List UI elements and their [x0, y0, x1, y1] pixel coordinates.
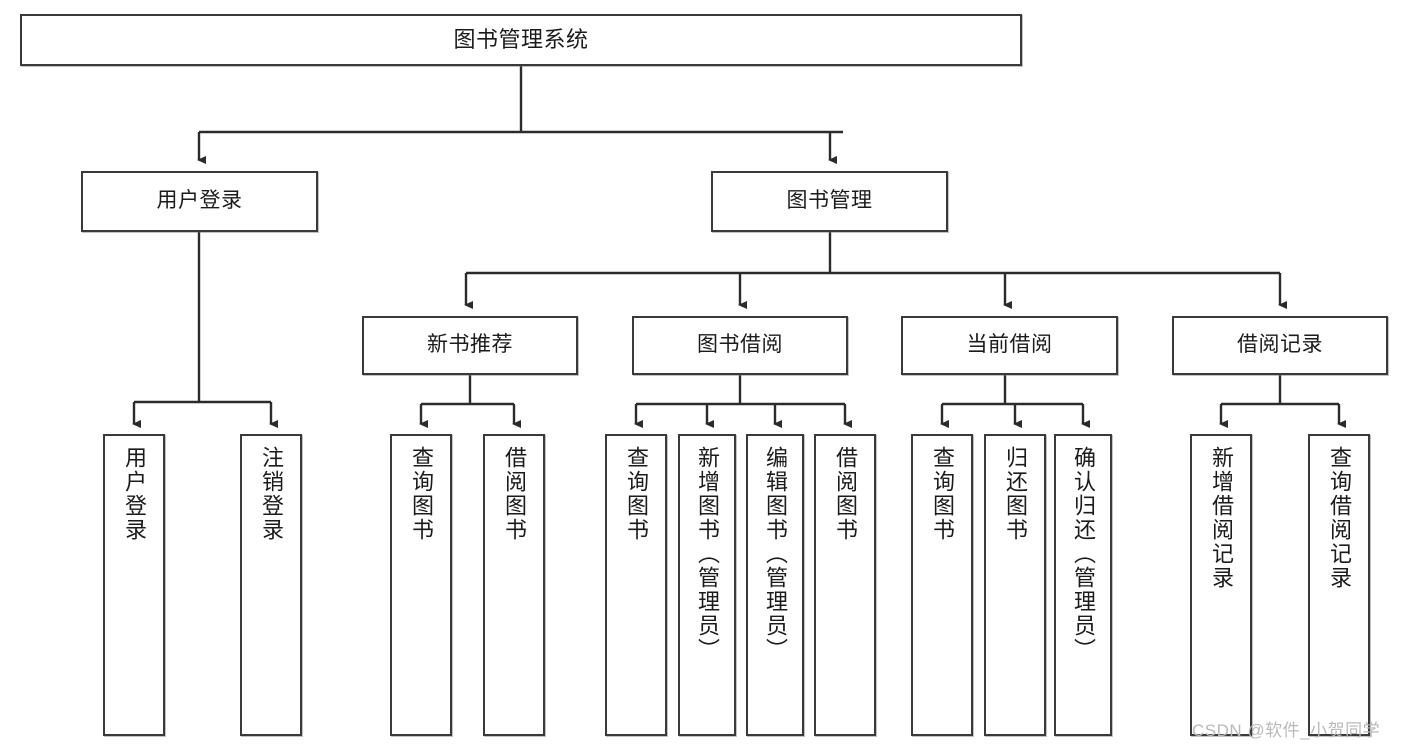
- node-leaf-edit-book-label: 编辑图书（管理员）: [763, 446, 788, 662]
- node-leaf-user-login[interactable]: 用户登录: [103, 434, 165, 736]
- node-leaf-logout[interactable]: 注销登录: [240, 434, 302, 736]
- node-new-book-rec-label: 新书推荐: [427, 333, 513, 357]
- node-borrow-record[interactable]: 借阅记录: [1172, 316, 1388, 375]
- node-leaf-borrow-book-1[interactable]: 借阅图书: [483, 434, 545, 736]
- node-book-borrow[interactable]: 图书借阅: [632, 316, 848, 375]
- node-borrow-record-label: 借阅记录: [1237, 333, 1323, 357]
- node-leaf-return-book[interactable]: 归还图书: [984, 434, 1046, 736]
- node-leaf-query-book-2[interactable]: 查询图书: [605, 434, 667, 736]
- csdn-watermark: CSDN @软件_小贺同学: [1192, 721, 1381, 740]
- node-leaf-borrow-book-2[interactable]: 借阅图书: [814, 434, 876, 736]
- node-leaf-query-record[interactable]: 查询借阅记录: [1308, 434, 1370, 736]
- node-leaf-edit-book[interactable]: 编辑图书（管理员）: [746, 434, 804, 736]
- node-current-borrow-label: 当前借阅: [966, 333, 1053, 357]
- node-leaf-query-book-3[interactable]: 查询图书: [911, 434, 973, 736]
- node-leaf-query-book-3-label: 查询图书: [930, 446, 955, 542]
- node-user-login[interactable]: 用户登录: [81, 171, 318, 232]
- node-leaf-query-book-1-label: 查询图书: [409, 446, 434, 542]
- node-leaf-confirm-return-label: 确认归还（管理员）: [1071, 446, 1096, 662]
- node-leaf-add-record[interactable]: 新增借阅记录: [1190, 434, 1252, 736]
- node-current-borrow[interactable]: 当前借阅: [901, 316, 1118, 375]
- node-leaf-add-book-label: 新增图书（管理员）: [695, 446, 720, 662]
- node-leaf-add-book[interactable]: 新增图书（管理员）: [678, 434, 736, 736]
- node-leaf-query-record-label: 查询借阅记录: [1327, 446, 1352, 590]
- node-leaf-return-book-label: 归还图书: [1003, 446, 1028, 542]
- node-leaf-query-book-1[interactable]: 查询图书: [390, 434, 452, 736]
- node-leaf-logout-label: 注销登录: [259, 446, 284, 542]
- node-leaf-user-login-label: 用户登录: [122, 446, 147, 542]
- node-new-book-rec[interactable]: 新书推荐: [362, 316, 578, 375]
- node-leaf-confirm-return[interactable]: 确认归还（管理员）: [1054, 434, 1112, 736]
- node-root-label: 图书管理系统: [453, 27, 589, 53]
- node-book-manage-label: 图书管理: [786, 189, 873, 213]
- node-leaf-add-record-label: 新增借阅记录: [1209, 446, 1234, 590]
- node-leaf-borrow-book-2-label: 借阅图书: [833, 446, 858, 542]
- node-leaf-borrow-book-1-label: 借阅图书: [502, 446, 527, 542]
- node-root[interactable]: 图书管理系统: [20, 14, 1022, 66]
- node-book-borrow-label: 图书借阅: [697, 333, 783, 357]
- node-book-manage[interactable]: 图书管理: [711, 171, 948, 232]
- node-leaf-query-book-2-label: 查询图书: [624, 446, 649, 542]
- node-user-login-label: 用户登录: [156, 189, 243, 213]
